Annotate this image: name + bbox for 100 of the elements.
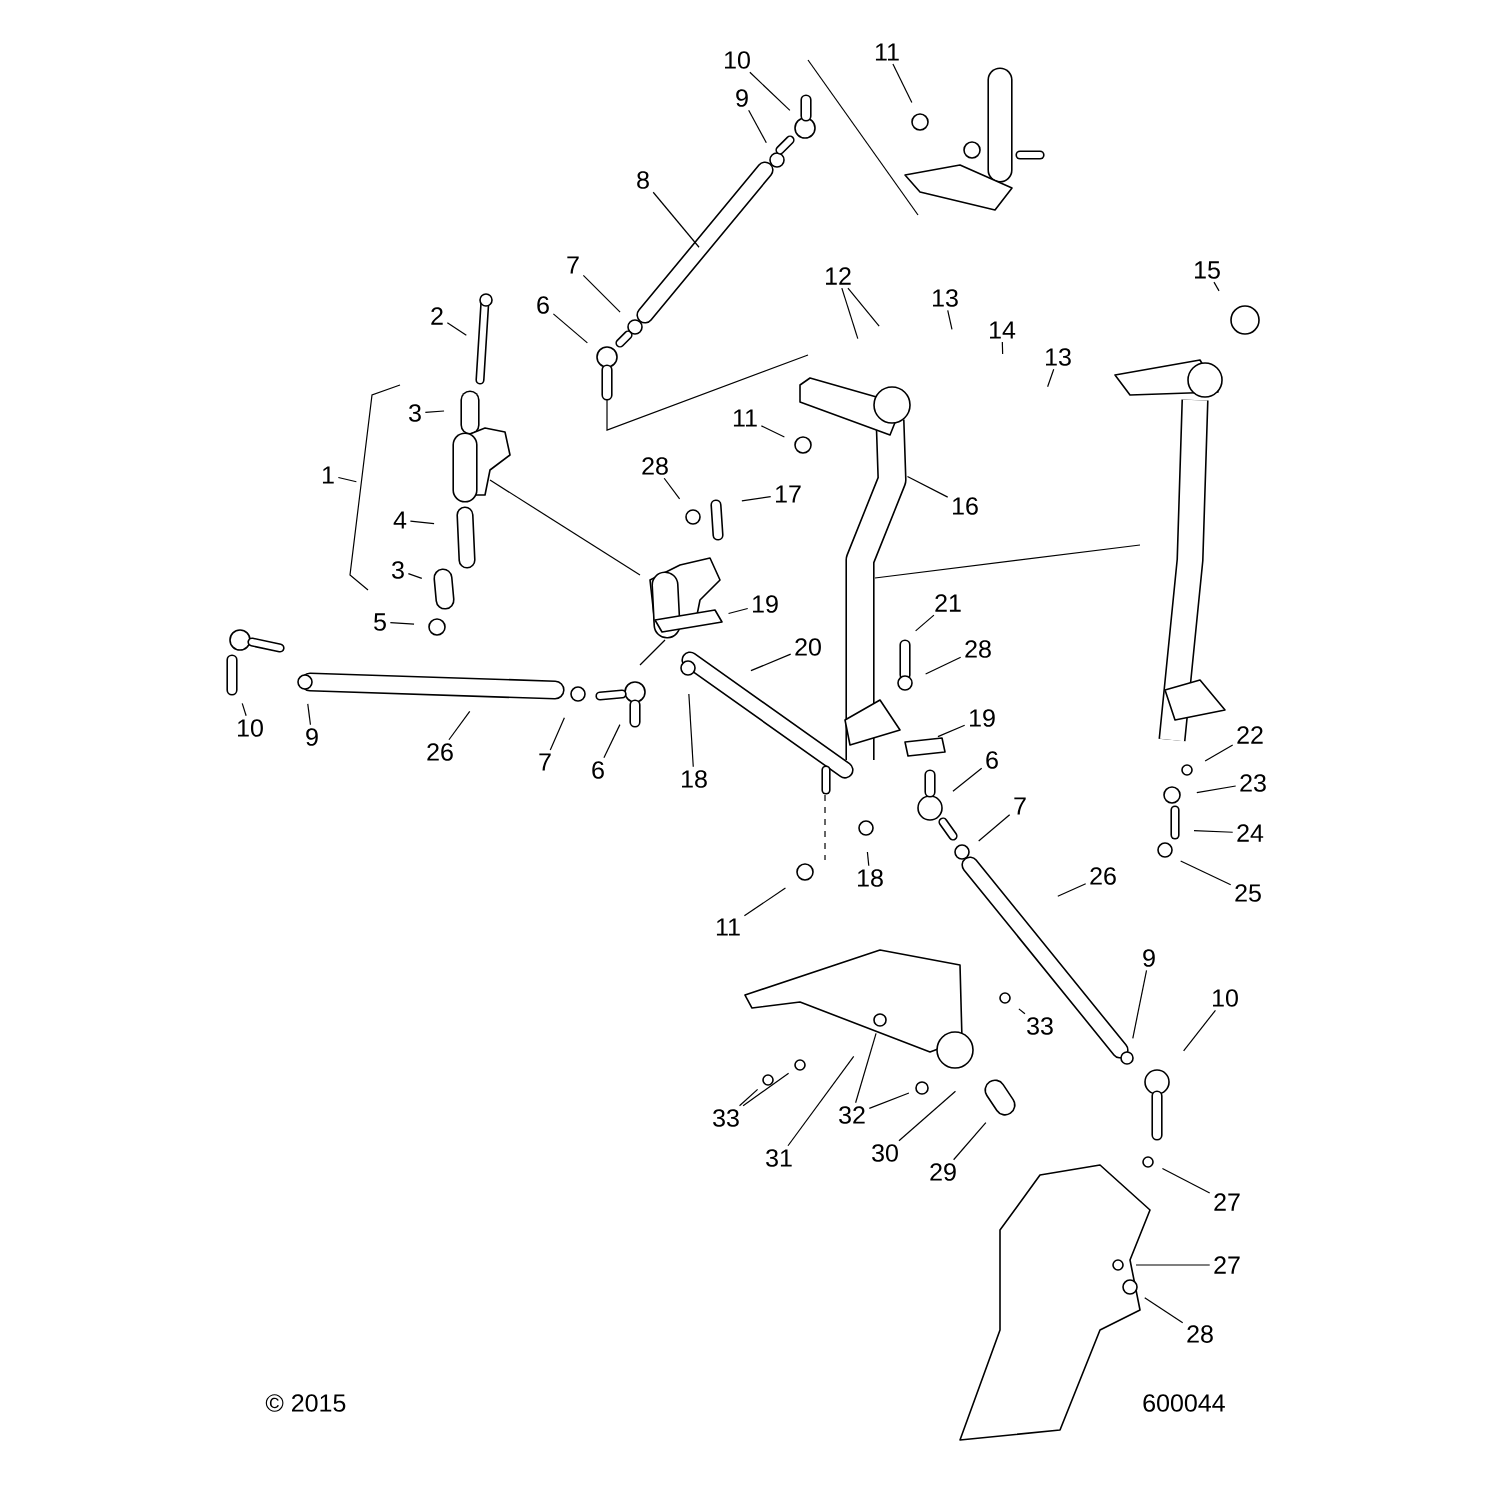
leader-line [750,653,792,672]
callout-number: 17 [776,485,801,503]
leader-line [1144,1297,1184,1324]
leader-line [582,274,621,313]
leader-line [1193,830,1234,833]
callout-number: 6 [537,296,549,314]
callout-number: 2 [431,307,443,325]
leader-line [866,851,870,867]
callout-number: 18 [682,770,707,788]
leader-line [409,520,435,525]
leader-line [787,1055,855,1147]
callout-number: 7 [1014,797,1026,815]
leader-line [915,614,935,632]
leader-line [841,287,859,340]
callout-number: 14 [990,321,1016,339]
callout-number: 1 [322,466,334,484]
callout-number: 27 [1214,1193,1240,1211]
leader-line [1196,785,1237,794]
leader-line [1047,368,1055,388]
leader-line [307,703,312,726]
callout-number: 9 [306,728,318,746]
callout-number: 7 [567,256,579,274]
figure-number: 600044 [1143,1394,1225,1412]
leader-line [448,710,471,741]
leader-line [688,693,694,768]
callout-number: 10 [1213,989,1238,1007]
callout-number: 11 [733,409,757,427]
leader-line [241,702,247,717]
leader-line [1018,1008,1026,1015]
callout-number: 33 [1027,1017,1053,1035]
callout-number: 6 [986,751,998,769]
callout-number: 15 [1195,261,1220,279]
leader-line [1213,281,1220,292]
callout-number: 13 [933,289,958,307]
leader-line [937,724,966,738]
leader-line [892,63,913,104]
callout-number: 32 [839,1106,865,1124]
leader-line [1161,1167,1211,1194]
callout-number: 8 [637,171,649,189]
leader-line [749,71,791,111]
copyright-note: © 2015 [265,1394,346,1412]
leader-line [1180,860,1232,886]
callout-number: 18 [858,869,883,887]
leader-line [727,607,749,615]
leader-line [741,496,772,502]
callout-number: 5 [374,613,386,631]
callout-number: 10 [238,719,263,737]
leader-line [906,475,949,498]
leader-line [652,191,700,248]
leader-line [978,814,1011,842]
callout-number: 33 [713,1109,739,1127]
callout-number: 3 [409,404,421,422]
leader-line [947,309,953,330]
leader-line [407,573,423,579]
callout-number: 16 [953,497,978,515]
leader-line [1135,1264,1211,1266]
leader-line [847,287,880,327]
leader-line [1057,883,1087,897]
leader-line [446,322,467,336]
callout-number: 28 [965,640,991,658]
leader-line [1183,1009,1217,1052]
callout-number: 9 [1143,949,1155,967]
callout-number: 3 [392,561,404,579]
leader-line [952,767,983,792]
callout-number: 19 [970,709,995,727]
leader-line [953,1122,987,1161]
leader-line [549,717,565,751]
leader-line [925,656,962,675]
leader-line [552,313,588,344]
leader-line [337,476,357,483]
leader-line [424,410,445,413]
leader-line [603,724,621,759]
callout-number: 27 [1214,1256,1240,1274]
leader-line [1132,969,1148,1039]
leader-line [742,1072,790,1107]
callout-number: 24 [1237,824,1264,842]
callout-number: 26 [427,743,453,761]
callout-number: 26 [1090,867,1116,885]
leader-line [760,425,785,438]
leader-line [663,477,681,500]
callout-number: 25 [1235,884,1261,902]
callout-number: 10 [725,51,750,69]
callout-number: 9 [736,89,748,107]
callout-number: 20 [795,638,821,656]
callout-number: 4 [393,511,407,529]
callout-number: 31 [766,1149,792,1167]
callout-number: 13 [1046,348,1071,366]
leader-line [1204,744,1234,762]
callout-number: 28 [642,457,668,475]
callout-number: 28 [1187,1325,1213,1343]
callout-number: 19 [753,595,778,613]
leader-line [748,109,767,144]
callout-number: 12 [826,267,851,285]
callout-number: 22 [1237,726,1263,744]
callout-number: 11 [875,43,899,61]
leader-line [898,1090,957,1142]
leader-line [389,622,415,625]
leader-line [743,887,787,917]
leader-line [1001,341,1004,355]
callout-number: 6 [592,761,604,779]
